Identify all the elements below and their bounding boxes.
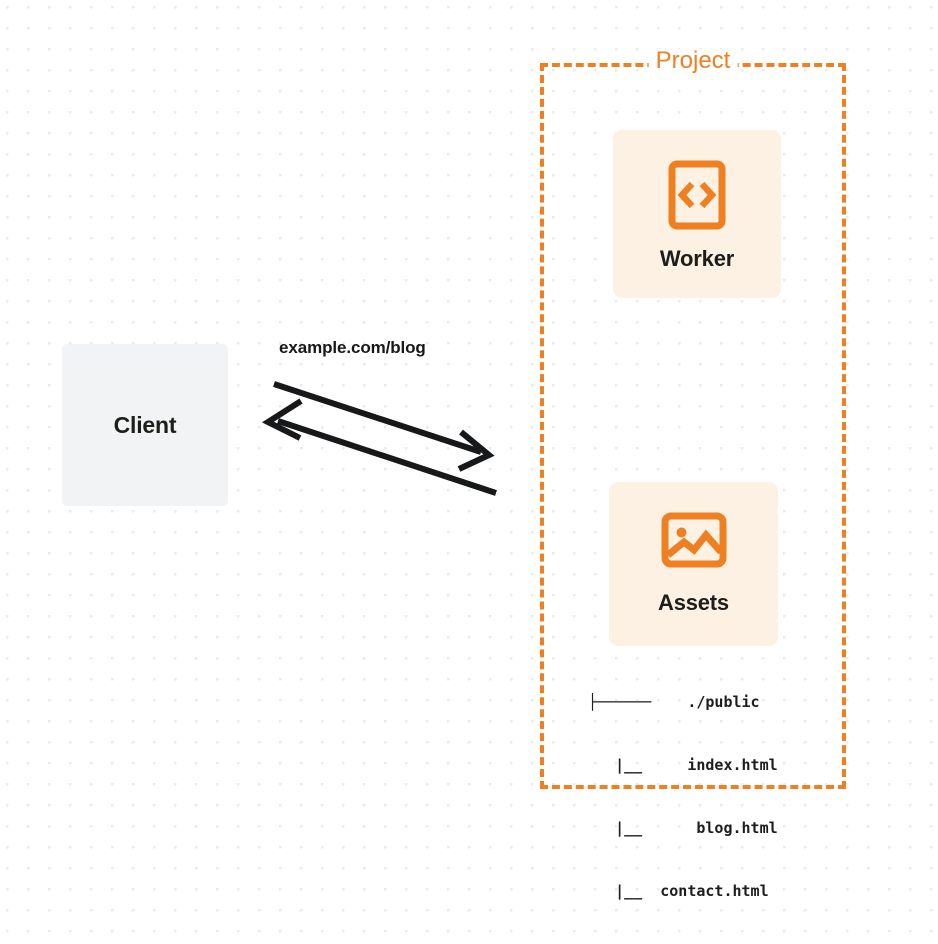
request-url-label: example.com/blog — [279, 338, 426, 357]
file-tree-row: |__ index.html — [588, 756, 778, 774]
diagram-canvas: Client example.com/blog Project Worker — [62, 49, 846, 900]
assets-file-tree: ├────── ./public |__ index.html |__ blog… — [588, 650, 778, 944]
project-container: Project — [540, 49, 846, 789]
project-title: Project — [648, 49, 738, 73]
client-node-label: Client — [113, 411, 177, 438]
client-node[interactable]: Client — [62, 344, 228, 506]
response-arrow — [261, 398, 497, 496]
image-icon — [661, 510, 727, 570]
file-tree-row: |__ contact.html — [588, 882, 769, 900]
worker-card[interactable]: Worker — [613, 130, 781, 298]
code-brackets-icon — [668, 160, 726, 230]
request-arrow — [273, 381, 495, 472]
file-tree-row: ├────── ./public — [588, 693, 760, 711]
assets-card-label: Assets — [658, 590, 729, 615]
worker-card-label: Worker — [659, 246, 735, 271]
assets-card[interactable]: Assets — [609, 482, 778, 646]
file-tree-row: |__ blog.html — [588, 819, 778, 837]
